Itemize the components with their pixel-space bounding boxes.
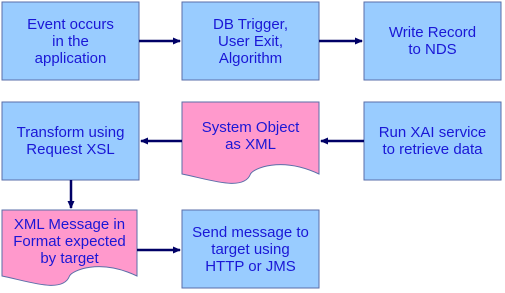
run-xai-label: Run XAI service to retrieve data (378, 124, 487, 158)
send-message-label: Send message to target using HTTP or JMS (192, 223, 309, 275)
event-occurs-label: Event occurs in the application (27, 15, 114, 67)
system-object-label: System Object as XML (201, 119, 300, 153)
run-xai-shape (363, 101, 502, 181)
event-occurs-shape (1, 1, 140, 81)
db-trigger-shape (181, 1, 320, 81)
transform-label: Transform using Request XSL (16, 124, 125, 158)
transform-shape (1, 101, 140, 181)
write-record-label: Write Record to NDS (388, 24, 477, 58)
send-message-shape (181, 209, 320, 289)
system-object-shape (181, 101, 320, 184)
xml-message-shape (1, 209, 138, 286)
xml-message-label: XML Message in Format expected by target (13, 215, 126, 267)
edges-layer (67, 37, 364, 254)
write-record-shape (363, 1, 502, 81)
shapes-layer (1, 1, 502, 289)
db-trigger-label: DB Trigger, User Exit, Algorithm (212, 15, 289, 67)
